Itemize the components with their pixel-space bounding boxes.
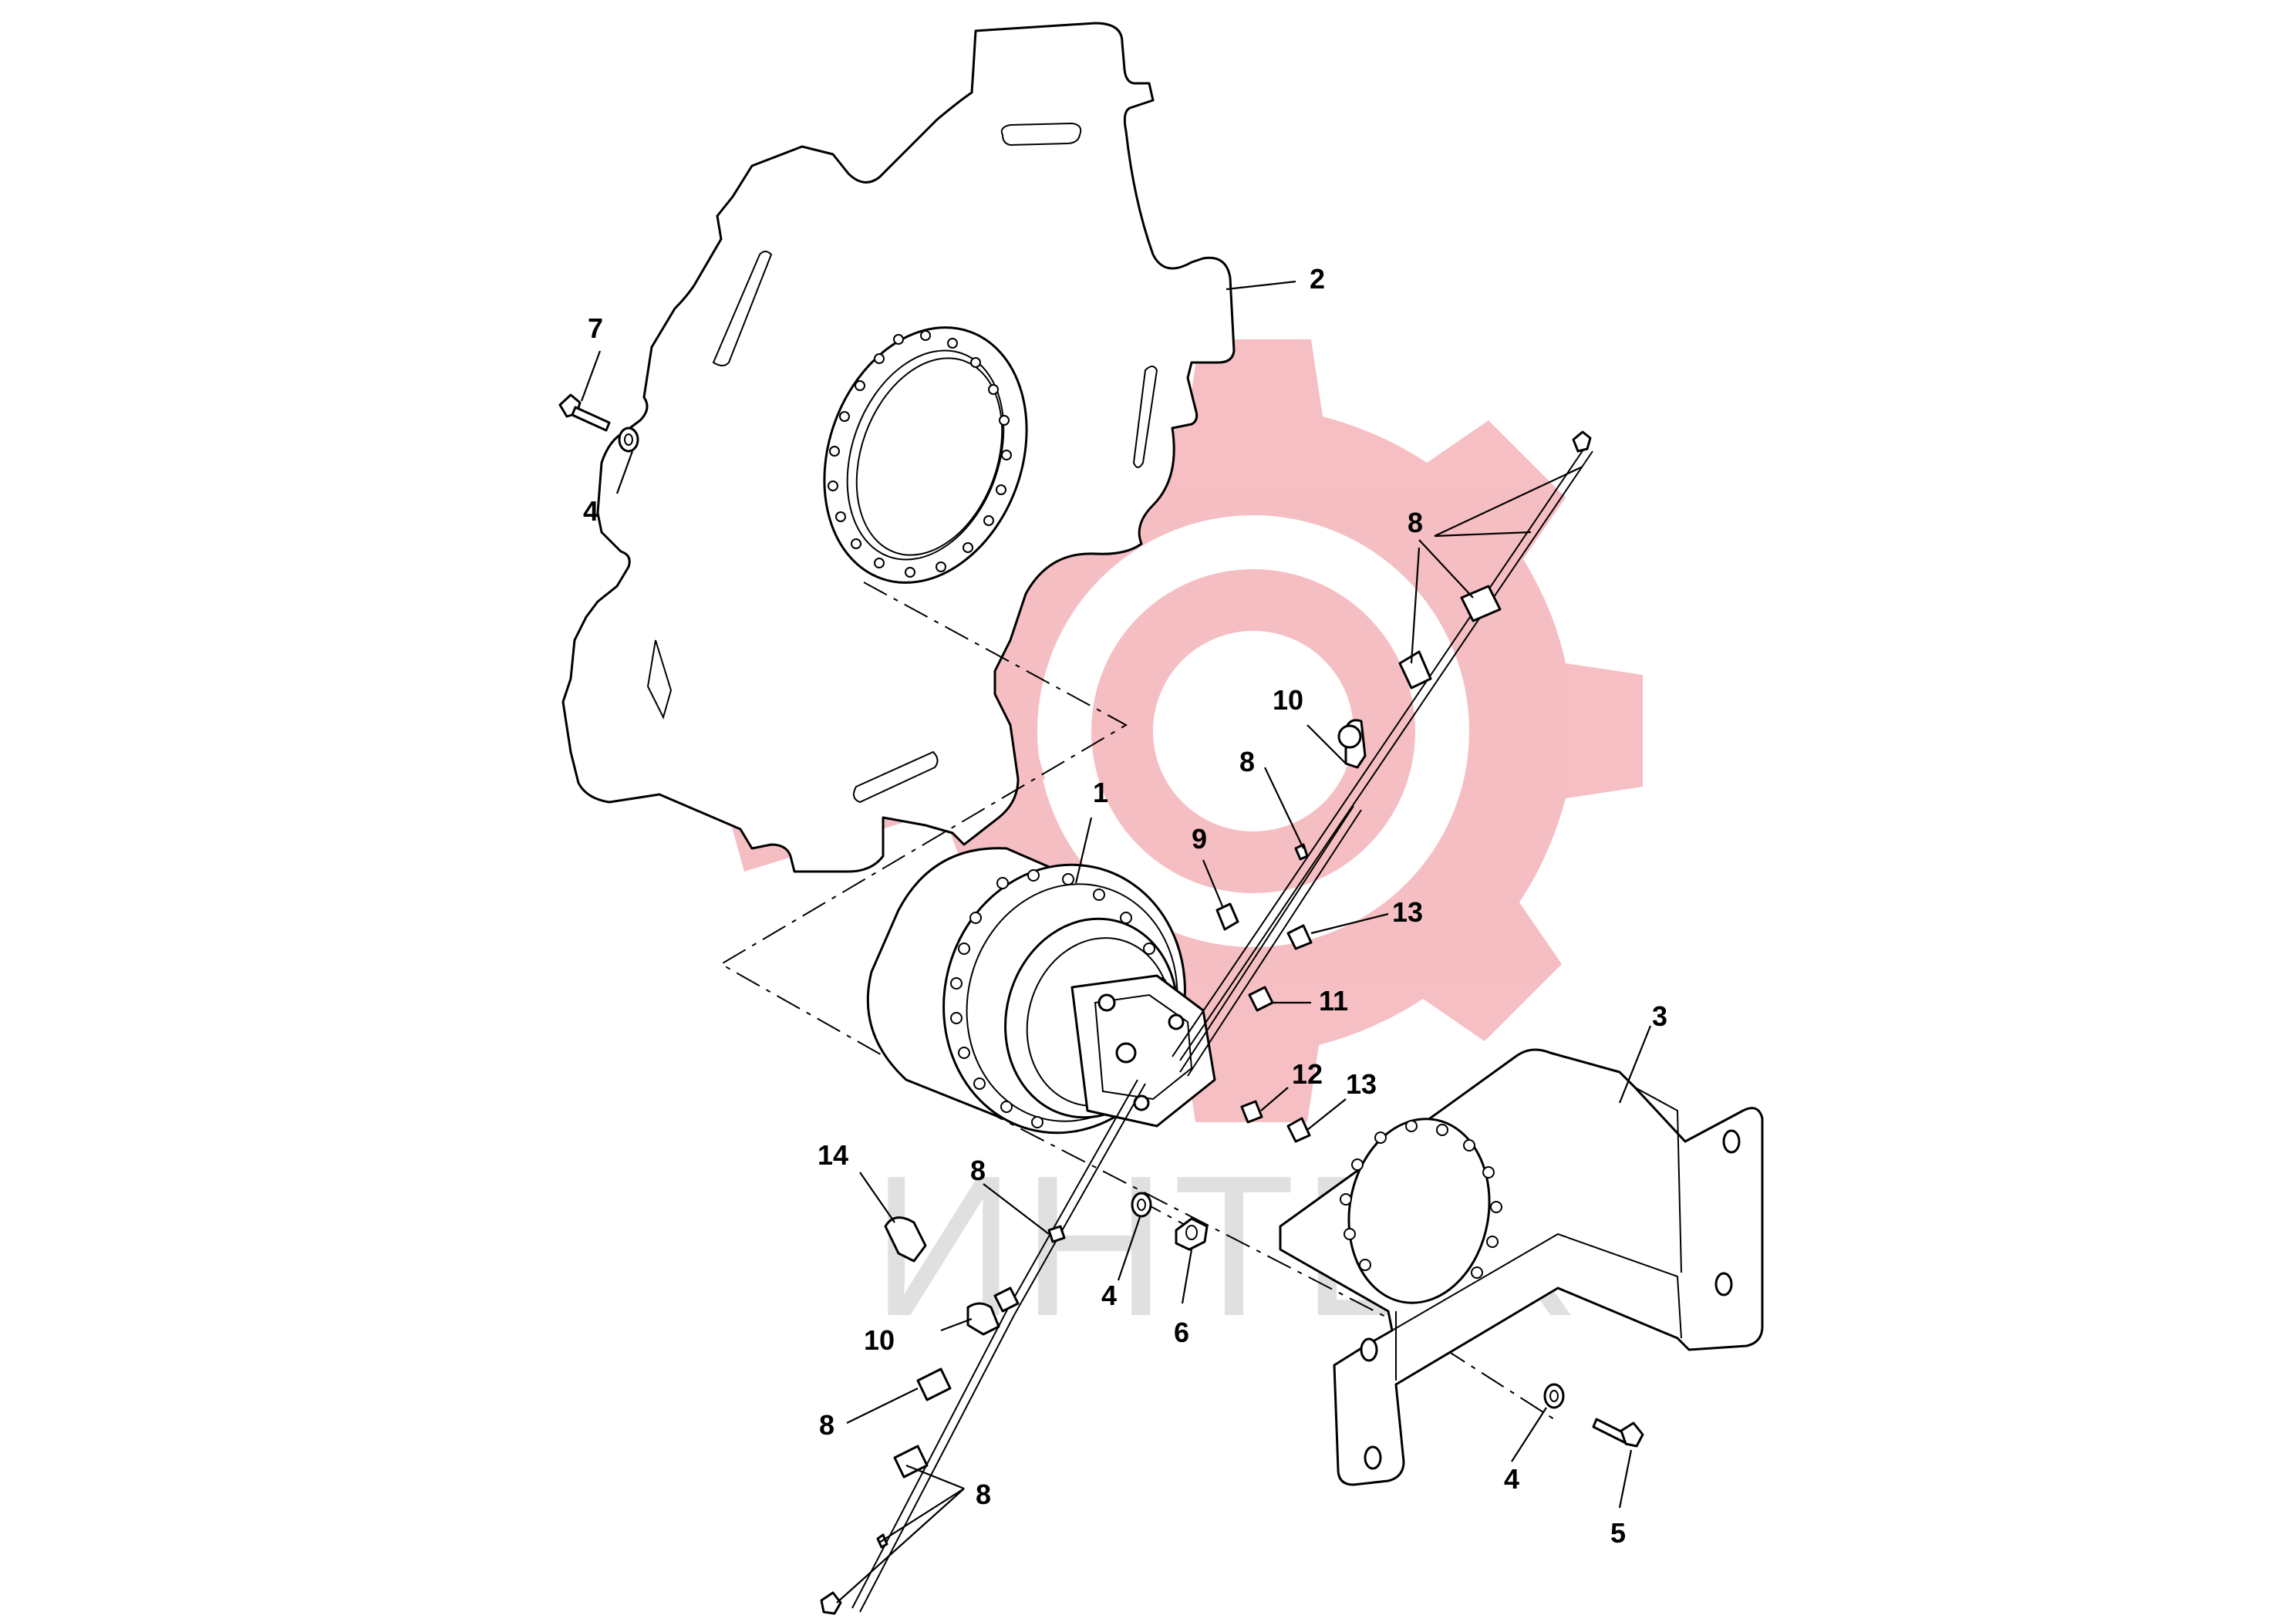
callout-5: 5 xyxy=(1610,1517,1626,1549)
callout-8-bottom: 8 xyxy=(976,1479,991,1510)
callout-4-top: 4 xyxy=(583,495,598,527)
leader-lines xyxy=(580,280,1652,1603)
bolt-5 xyxy=(1592,1418,1644,1448)
callout-4-center: 4 xyxy=(1101,1280,1117,1311)
callout-12: 12 xyxy=(1292,1058,1323,1090)
nut-6 xyxy=(1175,1217,1209,1251)
washer-4-top xyxy=(618,427,639,453)
callout-9: 9 xyxy=(1192,823,1207,855)
callout-13-top: 13 xyxy=(1392,896,1423,928)
callout-6: 6 xyxy=(1174,1317,1189,1348)
callout-1: 1 xyxy=(1093,777,1108,808)
callout-10-top: 10 xyxy=(1273,684,1303,716)
callout-8-lower-mid: 8 xyxy=(970,1155,986,1186)
sprocket-plate xyxy=(561,22,1236,873)
callout-8-mid: 8 xyxy=(1239,746,1255,777)
callout-11: 11 xyxy=(1319,985,1348,1017)
mounting-bracket xyxy=(1279,1048,1764,1486)
callout-13-bottom: 13 xyxy=(1346,1068,1377,1100)
washer-4-center xyxy=(1131,1192,1152,1218)
final-drive-motor xyxy=(866,847,1216,1135)
callout-labels: 1 2 3 4 4 4 5 6 7 8 8 8 8 8 9 10 10 11 1… xyxy=(583,263,1667,1549)
callout-7: 7 xyxy=(588,312,603,344)
callout-8-lower-left: 8 xyxy=(819,1409,834,1441)
hose-assembly-lower xyxy=(820,1079,1146,1615)
callout-8-top-right: 8 xyxy=(1408,507,1423,538)
callout-4-bottom-right: 4 xyxy=(1504,1463,1519,1495)
bracket-bolt-holes xyxy=(1340,1120,1502,1279)
callout-3: 3 xyxy=(1652,1000,1667,1032)
callout-10-bottom: 10 xyxy=(864,1324,895,1356)
bolt-7 xyxy=(558,393,611,432)
sprocket-bolt-holes xyxy=(828,330,1012,578)
callout-14: 14 xyxy=(818,1139,848,1171)
washer-4-bottom-right xyxy=(1543,1383,1565,1409)
callout-2: 2 xyxy=(1310,263,1325,295)
